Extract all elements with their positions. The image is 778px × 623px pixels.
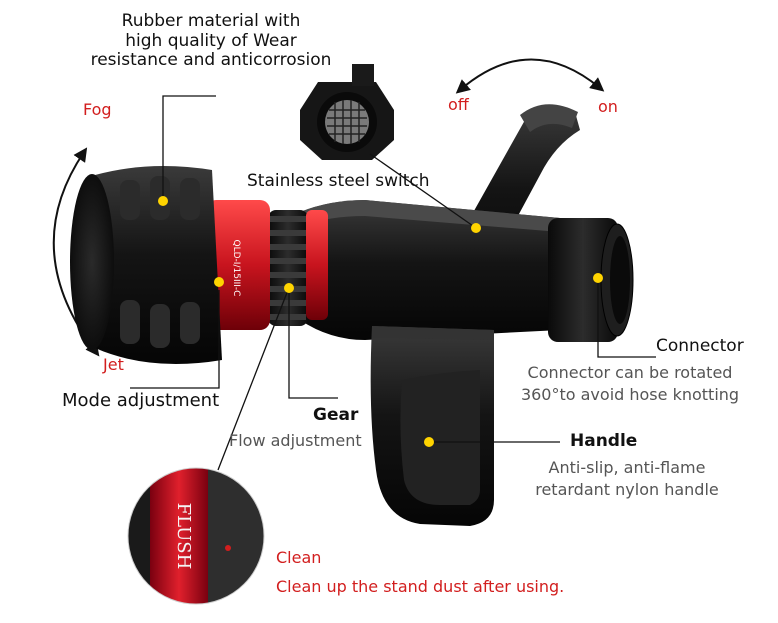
flush-label: FLUSH [173, 503, 194, 570]
on-label: on [598, 97, 618, 116]
gear-subtitle: Flow adjustment [229, 431, 362, 450]
leader-clean [217, 289, 289, 471]
jet-label: Jet [103, 355, 124, 374]
fog-label: Fog [83, 100, 112, 119]
handle-line-2: retardant nylon handle [535, 479, 719, 499]
leader-mode [130, 290, 220, 389]
mode-ring [206, 200, 270, 330]
ring-text: QLD-I/15III-C [231, 240, 241, 297]
leader-gear [288, 288, 338, 399]
handle-title: Handle [570, 431, 638, 451]
gear-ring [268, 210, 308, 326]
handle-desc: Anti-slip, anti-flame retardant nylon ha… [512, 457, 742, 500]
marker-mode [214, 277, 224, 287]
clean-title: Clean [276, 548, 322, 567]
handle-line-1: Anti-slip, anti-flame [548, 458, 706, 477]
marker-connector [593, 273, 603, 283]
rubber-line-1: Rubber material with [121, 11, 301, 31]
rubber-line-3: resistance and anticorrosion [90, 50, 332, 71]
leader-lines [130, 95, 656, 471]
nozzle-body [300, 200, 560, 340]
rubber-bumper [70, 166, 222, 364]
flow-ring [306, 210, 328, 320]
connector-title: Connector [656, 336, 744, 356]
leader-switch [369, 153, 477, 229]
marker-switch [471, 223, 481, 233]
rubber-material-label: Rubber material with high quality of Wea… [56, 11, 366, 71]
connector-part [548, 218, 634, 342]
marker-dots [158, 196, 603, 447]
connector-line-1: Connector can be rotated [527, 363, 733, 382]
rubber-line-2: high quality of Wear [125, 30, 297, 51]
marker-handle [424, 437, 434, 447]
off-on-arrow [455, 58, 605, 94]
clean-subtitle: Clean up the stand dust after using. [276, 577, 565, 596]
handle-part [370, 326, 494, 526]
connector-desc: Connector can be rotated 360°to avoid ho… [510, 362, 750, 405]
off-label: off [448, 95, 469, 114]
marker-rubber [158, 196, 168, 206]
switch-inset [300, 64, 394, 160]
gear-title: Gear [313, 405, 359, 425]
connector-line-2: 360°to avoid hose knotting [520, 384, 740, 404]
leader-rubber [162, 95, 216, 200]
leader-connector [597, 278, 656, 358]
marker-gear [284, 283, 294, 293]
flush-inset: FLUSH [128, 468, 264, 604]
switch-title: Stainless steel switch [247, 171, 430, 191]
mode-adjustment-title: Mode adjustment [62, 390, 220, 411]
